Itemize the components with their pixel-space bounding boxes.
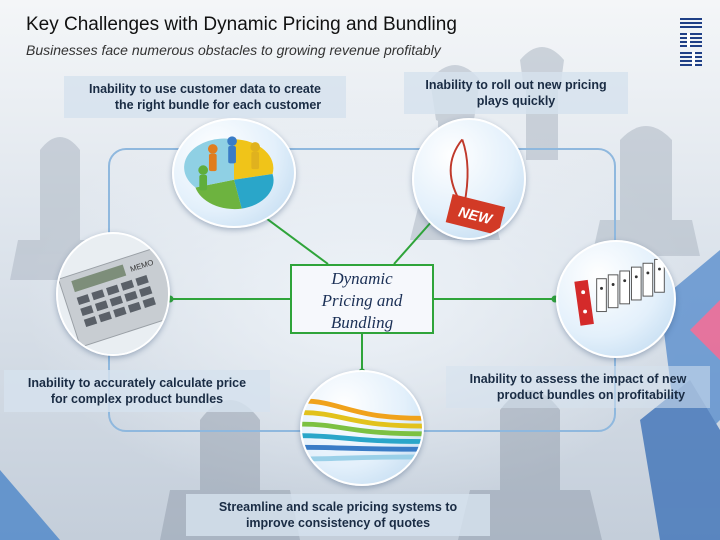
center-topic: Dynamic Pricing and Bundling [290, 264, 434, 334]
challenge-streamline-pricing-line-2: improve consistency of quotes [245, 516, 431, 530]
challenge-pricing-plays-line-2: plays quickly [476, 94, 556, 108]
challenge-customer-data-line-2: the right bundle for each customer [114, 98, 322, 112]
challenge-pricing-plays: Inability to roll out new pricing plays … [404, 72, 628, 114]
slide-subtitle: Businesses face numerous obstacles to gr… [26, 42, 441, 58]
streams-bubble [300, 370, 424, 486]
challenge-assess-impact-line-2: product bundles on profitability [496, 388, 686, 402]
challenge-assess-impact: Inability to assess the impact of new pr… [446, 366, 710, 408]
challenge-customer-data-line-1: Inability to use customer data to create [88, 82, 321, 96]
dominoes-icon [574, 258, 665, 326]
center-topic-line-3: Bundling [330, 313, 394, 332]
challenge-calculate-price: Inability to accurately calculate price … [4, 370, 270, 412]
streams-icon [302, 398, 422, 462]
challenge-calculate-price-line-1: Inability to accurately calculate price [27, 376, 247, 390]
challenge-assess-impact-line-1: Inability to assess the impact of new [469, 372, 687, 386]
challenge-pricing-plays-line-1: Inability to roll out new pricing [425, 78, 607, 92]
challenge-streamline-pricing: Streamline and scale pricing systems to … [186, 494, 490, 536]
challenge-customer-data: Inability to use customer data to create… [64, 76, 346, 118]
dominoes-bubble [556, 240, 676, 358]
calculator-bubble: MEMO [56, 232, 170, 356]
people-pie-icon [184, 136, 274, 210]
challenge-calculate-price-line-2: for complex product bundles [50, 392, 224, 406]
slide-title: Key Challenges with Dynamic Pricing and … [26, 14, 457, 35]
ibm-logo-icon [680, 18, 702, 66]
calculator-icon: MEMO [58, 234, 168, 354]
new-tag-bubble: NEW [412, 118, 526, 240]
challenge-streamline-pricing-line-1: Streamline and scale pricing systems to [218, 500, 458, 514]
people-pie-bubble [172, 118, 296, 228]
center-topic-line-1: Dynamic [331, 269, 393, 288]
center-topic-line-2: Pricing and [321, 291, 403, 310]
new-tag-icon: NEW [445, 138, 506, 236]
